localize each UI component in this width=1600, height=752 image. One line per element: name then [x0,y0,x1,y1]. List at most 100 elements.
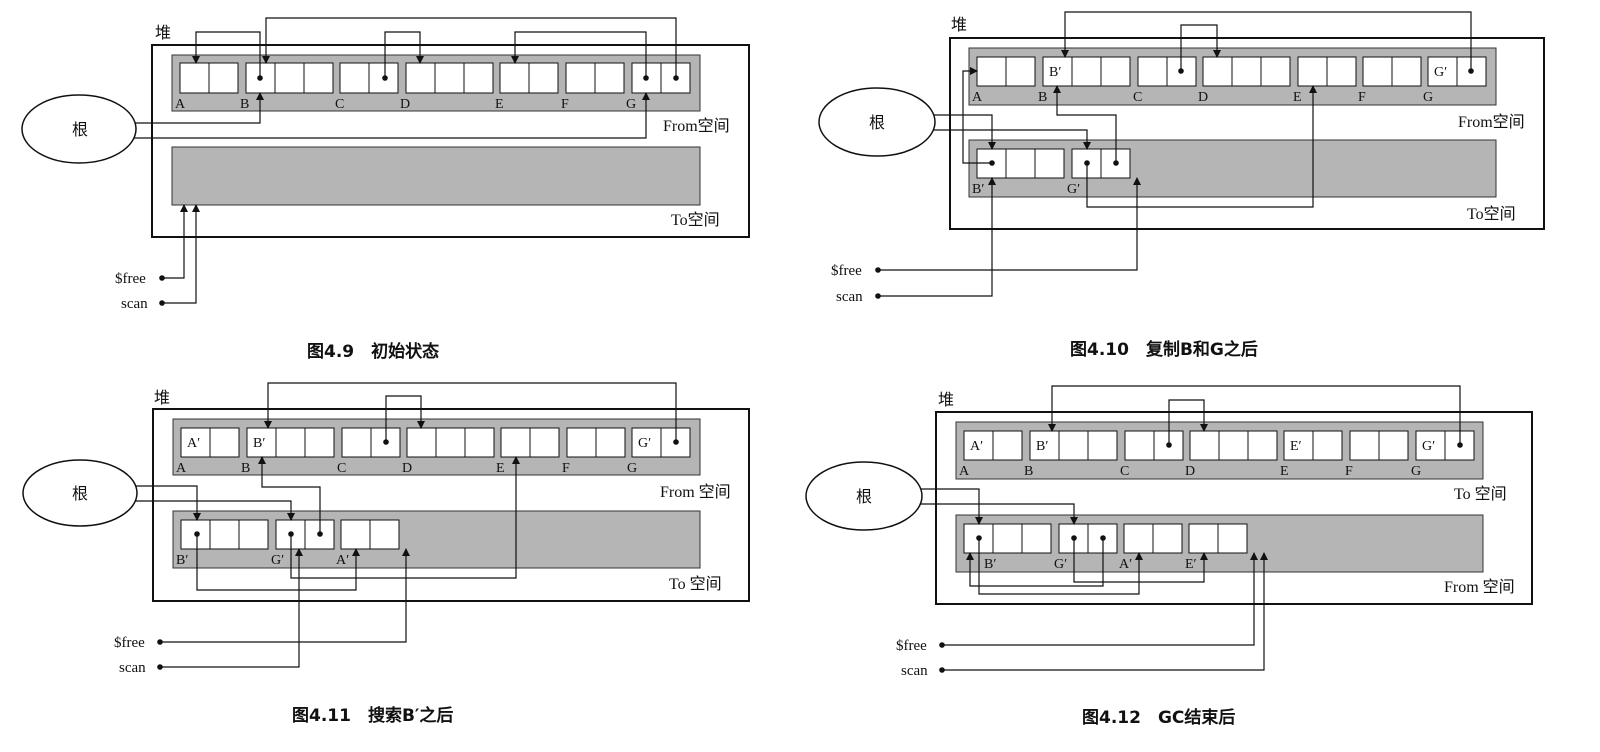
to-space-label: To空间 [671,211,720,229]
object-label: E′ [1185,557,1197,572]
object-label: B [1038,90,1047,105]
forwarding-text: A′ [970,439,983,454]
figure-caption: 图4.11 搜索B′之后 [292,705,453,726]
pointer-scan [942,552,1268,671]
object-label: C [1120,464,1129,479]
free-label: $free [114,635,145,651]
figure-caption: 图4.12 GC结束后 [1082,707,1235,728]
object-label: A [972,90,983,105]
object-label: C [1133,90,1142,105]
figure-4-11: 堆 From 空间 To 空间 A′ B′ G′ [22,382,750,726]
pointer-free [878,177,1141,271]
object-B [1042,56,1131,87]
pointer-free [942,552,1258,646]
object-label: D [1185,464,1195,479]
object-label: A [176,461,187,476]
object-B-prime [180,519,269,550]
object-label: F [562,461,570,476]
pointer-root-to-Bp [118,485,201,521]
pointer-C-to-D [384,31,424,78]
heap-label: 堆 [938,391,954,409]
pointers [902,385,1461,671]
from-objects [179,62,691,94]
pointer-Bp-to-A [962,67,992,164]
to-objects [976,148,1131,179]
object-D [406,427,495,458]
pointer-C-to-D [1180,24,1221,71]
object-label: B′ [176,553,188,568]
pointer-C-to-D [1168,399,1208,445]
pointer-Bp-to-Ap [196,534,360,591]
pointer-free [160,548,410,643]
from-objects [976,56,1487,87]
scan-label: scan [836,289,863,305]
free-label: $free [115,271,146,287]
object-label: D [400,97,410,112]
figure-4-10: 堆 From空间 To空间 B′ G′ A B [818,11,1545,360]
free-label: $free [896,638,927,654]
from-space-label: From空间 [1458,113,1525,131]
object-labels: A B C D E F G [175,97,636,112]
object-label: G [1411,464,1421,479]
forwarding-text: E′ [1290,439,1302,454]
object-label: G [626,97,636,112]
object-label: G′ [1054,557,1067,572]
heap-label: 堆 [154,389,170,407]
object-B [1029,430,1118,461]
root-label: 根 [72,485,88,503]
forwarding-text: A′ [187,436,200,451]
pointer-B-to-A [192,31,261,78]
pointer-free [162,204,188,279]
figure-4-12: 堆 To 空间 From 空间 A′ B′ E′ [805,385,1533,728]
pointer-root-to-Bp [902,488,983,525]
forwarding-text: G′ [1434,65,1447,80]
forwarding-text: G′ [638,436,651,451]
forwarding-text: B′ [253,436,265,451]
object-label: E [495,97,504,112]
to-space-region [171,146,701,206]
pointer-scan [162,204,200,304]
pointer-root-to-Gp [914,129,1091,150]
root-label: 根 [72,121,88,139]
object-label: C [335,97,344,112]
object-label: E [1293,90,1302,105]
from-space-label: From空间 [663,117,730,135]
object-label: F [1358,90,1366,105]
object-label: G′ [271,553,284,568]
object-label: E [1280,464,1289,479]
to-objects [180,519,400,550]
pointer-G-to-B [262,17,677,78]
figure-4-9: 堆 From空间 To空间 A B C D [21,17,750,362]
to-space-label: To 空间 [669,575,722,593]
heap-box [949,37,1545,230]
pointer-root-to-G [115,92,650,139]
from-space-label: From 空间 [1444,578,1515,596]
object-label: A [959,464,970,479]
object-label: A′ [1119,557,1132,572]
pointers [878,11,1472,297]
heap-box [935,411,1533,605]
pointer-Bp-to-Ap [978,538,1143,595]
object-label: B [1024,464,1033,479]
object-label: G′ [1067,182,1080,197]
heap-label: 堆 [155,24,171,42]
object-label: F [561,97,569,112]
pointer-G-to-B [264,382,677,442]
object-label: D [1198,90,1208,105]
pointer-C-to-D [385,395,425,442]
pointers [115,17,677,304]
scan-label: scan [901,663,928,679]
object-label: B [241,461,250,476]
object-label: D [402,461,412,476]
root-ellipse [818,87,936,157]
object-label: B′ [972,182,984,197]
forwarding-text: G′ [1422,439,1435,454]
from-space-label: From 空间 [660,483,731,501]
pointer-Gp-to-Bp [966,538,1104,587]
pointer-Gp-to-E [290,456,520,579]
free-label: $free [831,263,862,279]
heap-label: 堆 [951,16,967,34]
figure-caption: 图4.9 初始状态 [307,341,439,362]
pointer-Gp-to-E [1086,85,1317,208]
